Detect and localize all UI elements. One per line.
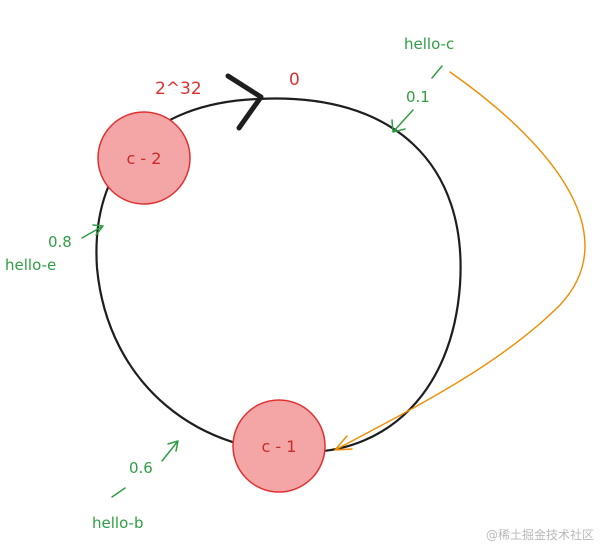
key-hash-value: 0.6 [129,459,153,477]
mapping-arrow-hello-c-to-c-1 [334,71,586,451]
key-hello-c: hello-c 0.1 [391,35,454,133]
key-hash-value: 0.8 [48,233,72,251]
key-hello-b: 0.6 hello-b [92,440,179,532]
key-name-label: hello-b [92,514,143,532]
key-hello-e: 0.8 hello-e [5,224,104,274]
key-pointer-arrow [161,440,179,462]
ring-start-label: 2^32 [155,79,202,99]
key-pointer-dash [431,65,443,79]
key-pointer-arrow [81,224,104,239]
server-node-label: c - 1 [262,437,297,456]
key-name-label: hello-e [5,256,56,274]
server-node-c-1: c - 1 [232,399,326,493]
server-node-circle [232,399,326,493]
key-name-label: hello-c [404,35,454,53]
server-node-label: c - 2 [127,149,162,168]
mapping-curve [334,71,586,451]
key-pointer-arrow [391,109,414,133]
server-node-circle [97,111,191,205]
watermark: @稀土掘金技术社区 [486,527,594,542]
key-hash-value: 0.1 [406,88,430,106]
ring-zero-label: 0 [289,70,300,90]
server-node-c-2: c - 2 [97,111,191,205]
mapping-arrowhead [334,435,353,451]
ring-direction-arrow [225,73,264,131]
key-pointer-dash [111,487,126,498]
